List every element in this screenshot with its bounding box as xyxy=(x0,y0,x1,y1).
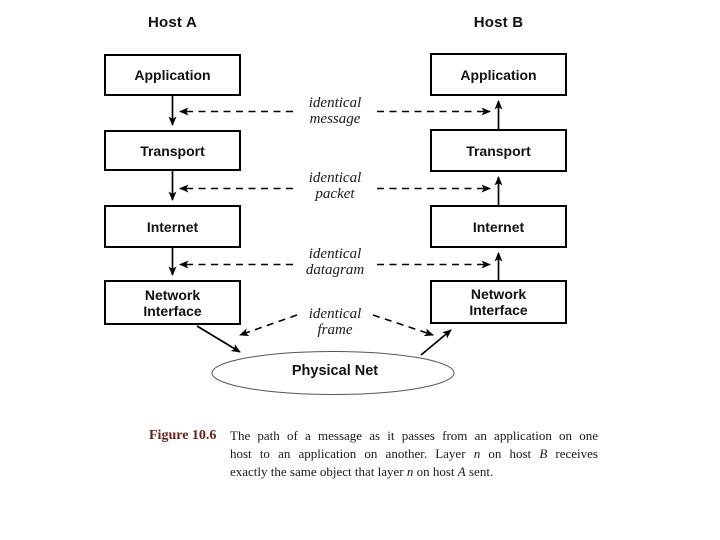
caption-line3-italic-a: A xyxy=(457,464,466,479)
hostb-internet-box: Internet xyxy=(430,205,567,248)
figure-caption: The path of a message as it passes from … xyxy=(230,427,598,481)
caption-line-3: exactly the same object that layer n on … xyxy=(230,463,598,481)
caption-line2-text2: on host xyxy=(480,446,540,461)
caption-line3-text2: on host xyxy=(413,464,458,479)
host-b-title: Host B xyxy=(473,14,524,31)
physical-net-label: Physical Net xyxy=(291,363,379,379)
hostb-internet-label: Internet xyxy=(472,218,525,235)
caption-line2-italic-n: n xyxy=(473,446,481,461)
identical-frame-arrows xyxy=(239,314,434,337)
hostb-network-interface-box: Network Interface xyxy=(430,280,567,324)
identical-message-label: identical message xyxy=(308,95,362,127)
caption-line3-text1: exactly the same object that layer xyxy=(230,464,407,479)
hostb-transport-label: Transport xyxy=(466,142,531,159)
figure-number-label: Figure 10.6 xyxy=(149,428,217,443)
hostb-network-interface-label: Network Interface xyxy=(469,286,528,318)
identical-datagram-label: identical datagram xyxy=(305,246,365,278)
caption-line2-italic-b: B xyxy=(539,446,548,461)
caption-line-2: host to an application on another. Layer… xyxy=(230,445,598,463)
host-a-title: Host A xyxy=(148,14,197,31)
hosta-transport-box: Transport xyxy=(104,130,241,171)
identical-packet-label: identical packet xyxy=(308,170,362,202)
hostb-application-label: Application xyxy=(460,66,537,83)
hostb-transport-box: Transport xyxy=(430,129,567,172)
hosta-internet-box: Internet xyxy=(104,205,241,248)
hostb-application-box: Application xyxy=(430,53,567,96)
hosta-application-label: Application xyxy=(134,67,211,83)
hosta-network-interface-box: Network Interface xyxy=(104,280,241,325)
caption-line-1: The path of a message as it passes from … xyxy=(230,428,598,443)
caption-line2-text1: host to an application on another. Layer xyxy=(230,446,474,461)
hosta-internet-label: Internet xyxy=(146,218,199,235)
hosta-stack-down-arrows xyxy=(168,96,241,353)
physical-net-ellipse xyxy=(211,351,455,395)
hosta-application-box: Application xyxy=(104,54,241,96)
hosta-transport-label: Transport xyxy=(140,142,205,159)
caption-line3-text3: sent. xyxy=(465,464,494,479)
identical-frame-label: identical frame xyxy=(308,306,362,338)
caption-line2-text3: receives xyxy=(547,446,598,461)
hosta-network-interface-label: Network Interface xyxy=(143,286,202,319)
caption-line3-italic-n: n xyxy=(406,464,414,479)
hostb-stack-up-arrows xyxy=(420,100,503,356)
